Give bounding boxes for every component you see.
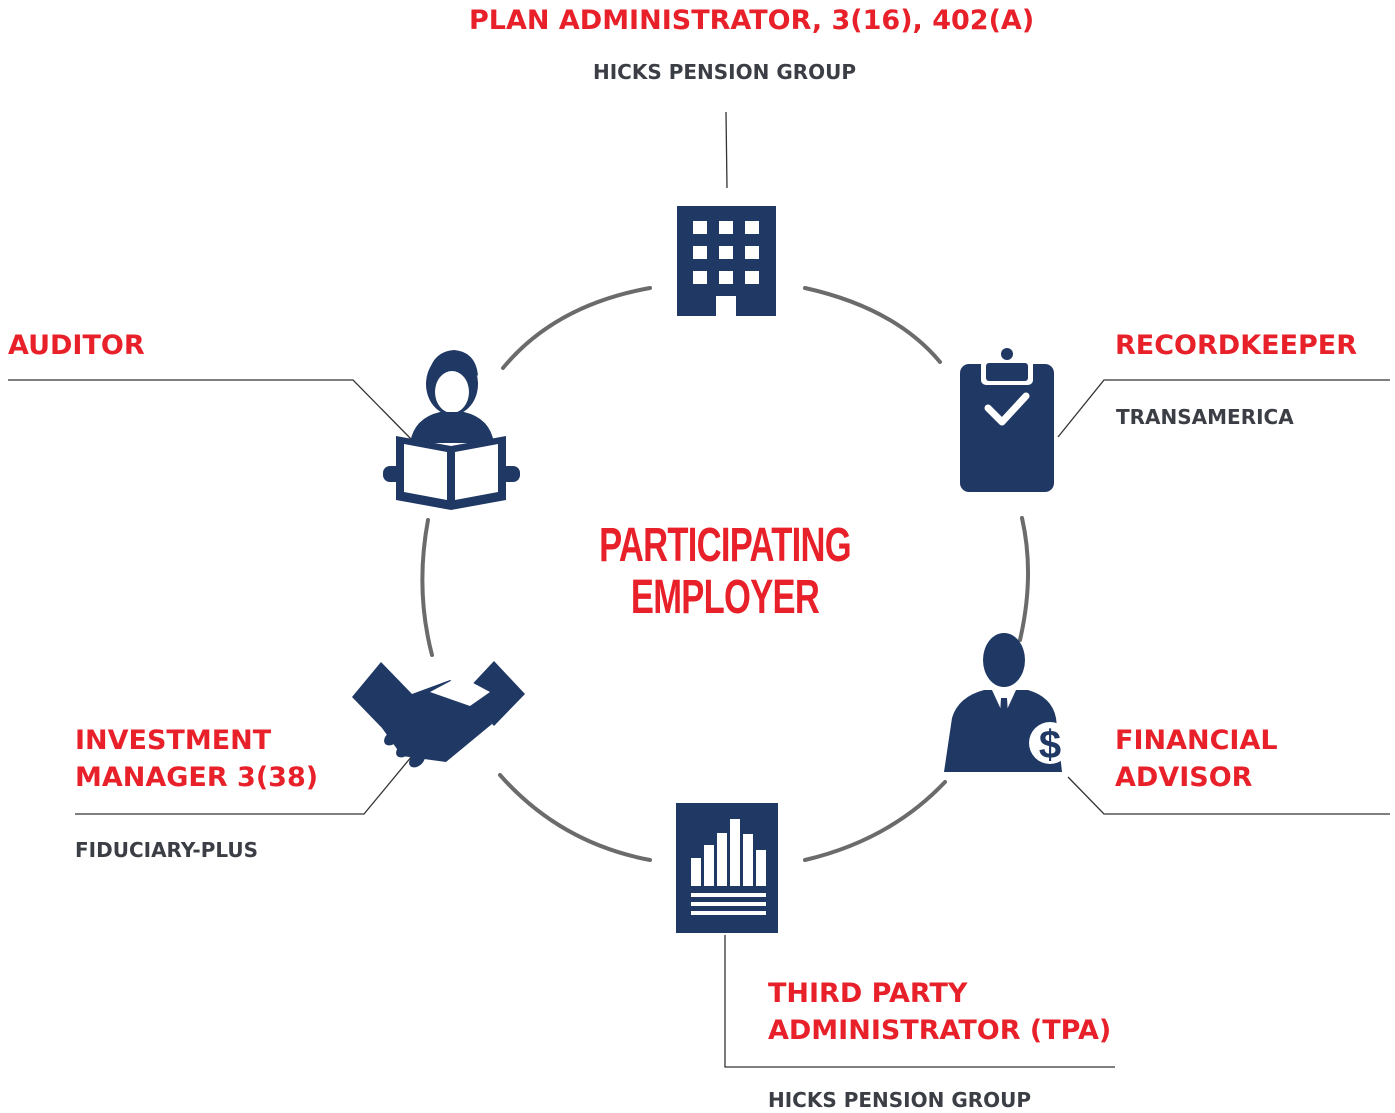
- ring-arc-top-left: [501, 286, 652, 370]
- building-icon: [677, 206, 776, 316]
- auditor-title: AUDITOR: [8, 330, 145, 361]
- recordkeeper-provider: TRANSAMERICA: [1116, 405, 1294, 429]
- investment-manager-provider: FIDUCIARY-PLUS: [75, 838, 259, 862]
- investment-manager-title-line1: INVESTMENT: [75, 725, 272, 756]
- clipboard-check-icon: [960, 348, 1054, 492]
- leader-tpa: [724, 935, 1115, 1068]
- leader-investment-manager: [75, 755, 413, 815]
- plan-admin-provider: HICKS PENSION GROUP: [593, 60, 857, 84]
- ring-arc-bottom-right: [803, 780, 947, 862]
- ring-arc-right: [1018, 516, 1030, 642]
- financial-advisor-title-line2: ADVISOR: [1115, 762, 1253, 793]
- leader-financial-advisor: [1067, 776, 1390, 815]
- person-reading-icon: [383, 350, 520, 510]
- handshake-icon: [352, 661, 525, 768]
- ring-arc-bottom-left: [498, 773, 652, 862]
- center-title: PARTICIPATING EMPLOYER: [577, 520, 872, 624]
- center-title-line1: PARTICIPATING: [599, 519, 851, 572]
- report-chart-icon: [676, 803, 778, 933]
- tpa-provider: HICKS PENSION GROUP: [768, 1088, 1032, 1112]
- ring-arc-left: [420, 518, 434, 657]
- leader-recordkeeper: [1057, 379, 1390, 438]
- businessman-dollar-icon: $: [944, 633, 1071, 772]
- investment-manager-title-line2: MANAGER 3(38): [75, 762, 319, 793]
- leader-plan-admin: [725, 111, 728, 189]
- ring: [420, 286, 1030, 862]
- plan-admin-title: PLAN ADMINISTRATOR, 3(16), 402(A): [469, 5, 1035, 36]
- recordkeeper-title: RECORDKEEPER: [1115, 330, 1358, 361]
- ring-arc-top-right: [803, 286, 942, 364]
- leader-lines: [8, 111, 1390, 1068]
- tpa-title-line2: ADMINISTRATOR (TPA): [768, 1015, 1112, 1046]
- leader-auditor: [8, 379, 413, 441]
- tpa-title-line1: THIRD PARTY: [768, 978, 968, 1009]
- center-title-line2: EMPLOYER: [630, 571, 820, 624]
- financial-advisor-title-line1: FINANCIAL: [1115, 725, 1278, 756]
- svg-text:$: $: [1039, 723, 1061, 767]
